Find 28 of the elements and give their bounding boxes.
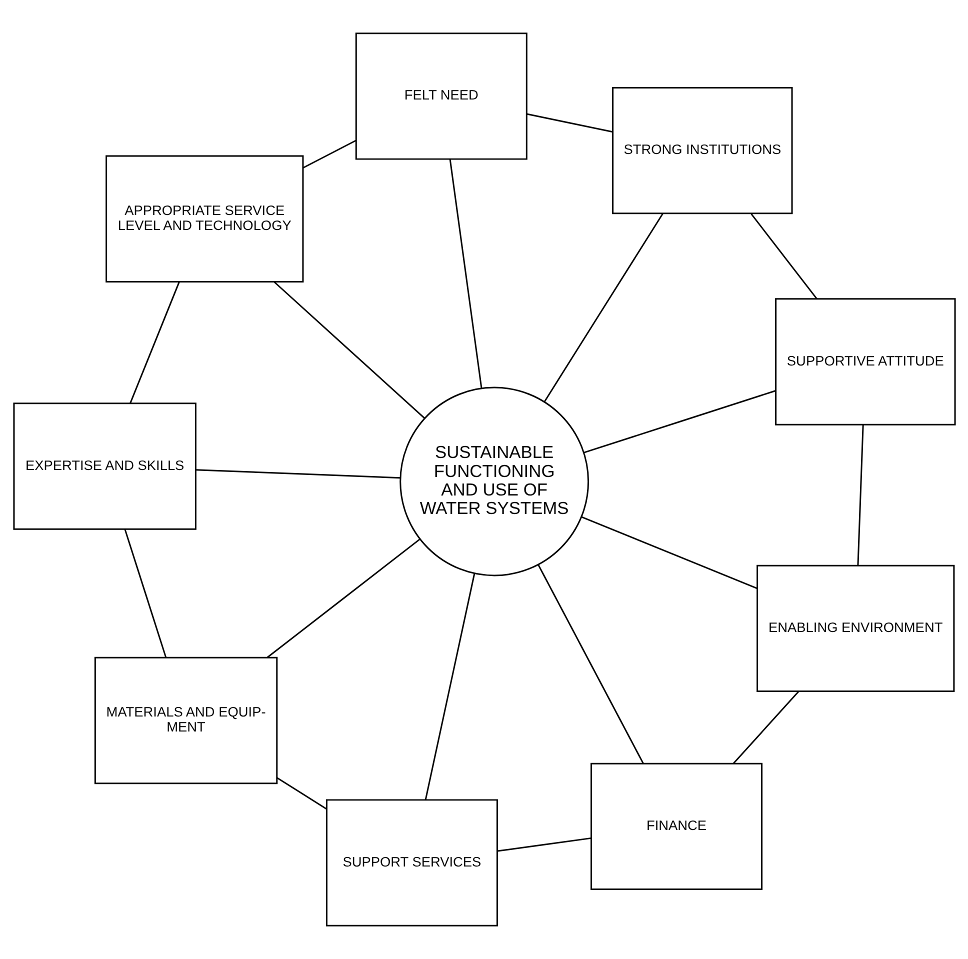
node-box: SUPPORTIVE ATTITUDE: [774, 298, 956, 426]
connector: [856, 424, 864, 566]
node-box: STRONG INSTITUTIONS: [612, 86, 792, 214]
connector: [543, 213, 663, 402]
connector: [583, 390, 776, 454]
connector: [196, 469, 400, 479]
connector: [526, 113, 612, 133]
node-box: APPROPRIATE SERVICE LEVEL AND TECHNOLOGY: [105, 155, 304, 282]
node-circle: SUSTAINABLE FUNCTIONING AND USE OF WATER SYSTEMS: [399, 386, 589, 576]
node-box: SUPPORT SERVICES: [325, 799, 498, 926]
node-box: EXPERTISE AND SKILLS: [12, 402, 196, 530]
connector: [537, 564, 644, 764]
connector: [448, 159, 482, 388]
node-box: FINANCE: [590, 762, 762, 890]
node-box: MATERIALS AND EQUIP- MENT: [94, 656, 278, 784]
connector: [124, 529, 166, 658]
connector: [302, 140, 356, 168]
connector: [750, 213, 817, 300]
connector: [581, 516, 757, 589]
connector: [129, 282, 180, 404]
connector: [273, 281, 424, 419]
node-box: ENABLING ENVIRONMENT: [756, 564, 954, 692]
connector: [497, 837, 591, 852]
connector: [732, 691, 799, 764]
connector: [276, 777, 326, 810]
node-box: FELT NEED: [354, 32, 527, 160]
connector: [424, 573, 475, 800]
connector: [266, 538, 420, 658]
